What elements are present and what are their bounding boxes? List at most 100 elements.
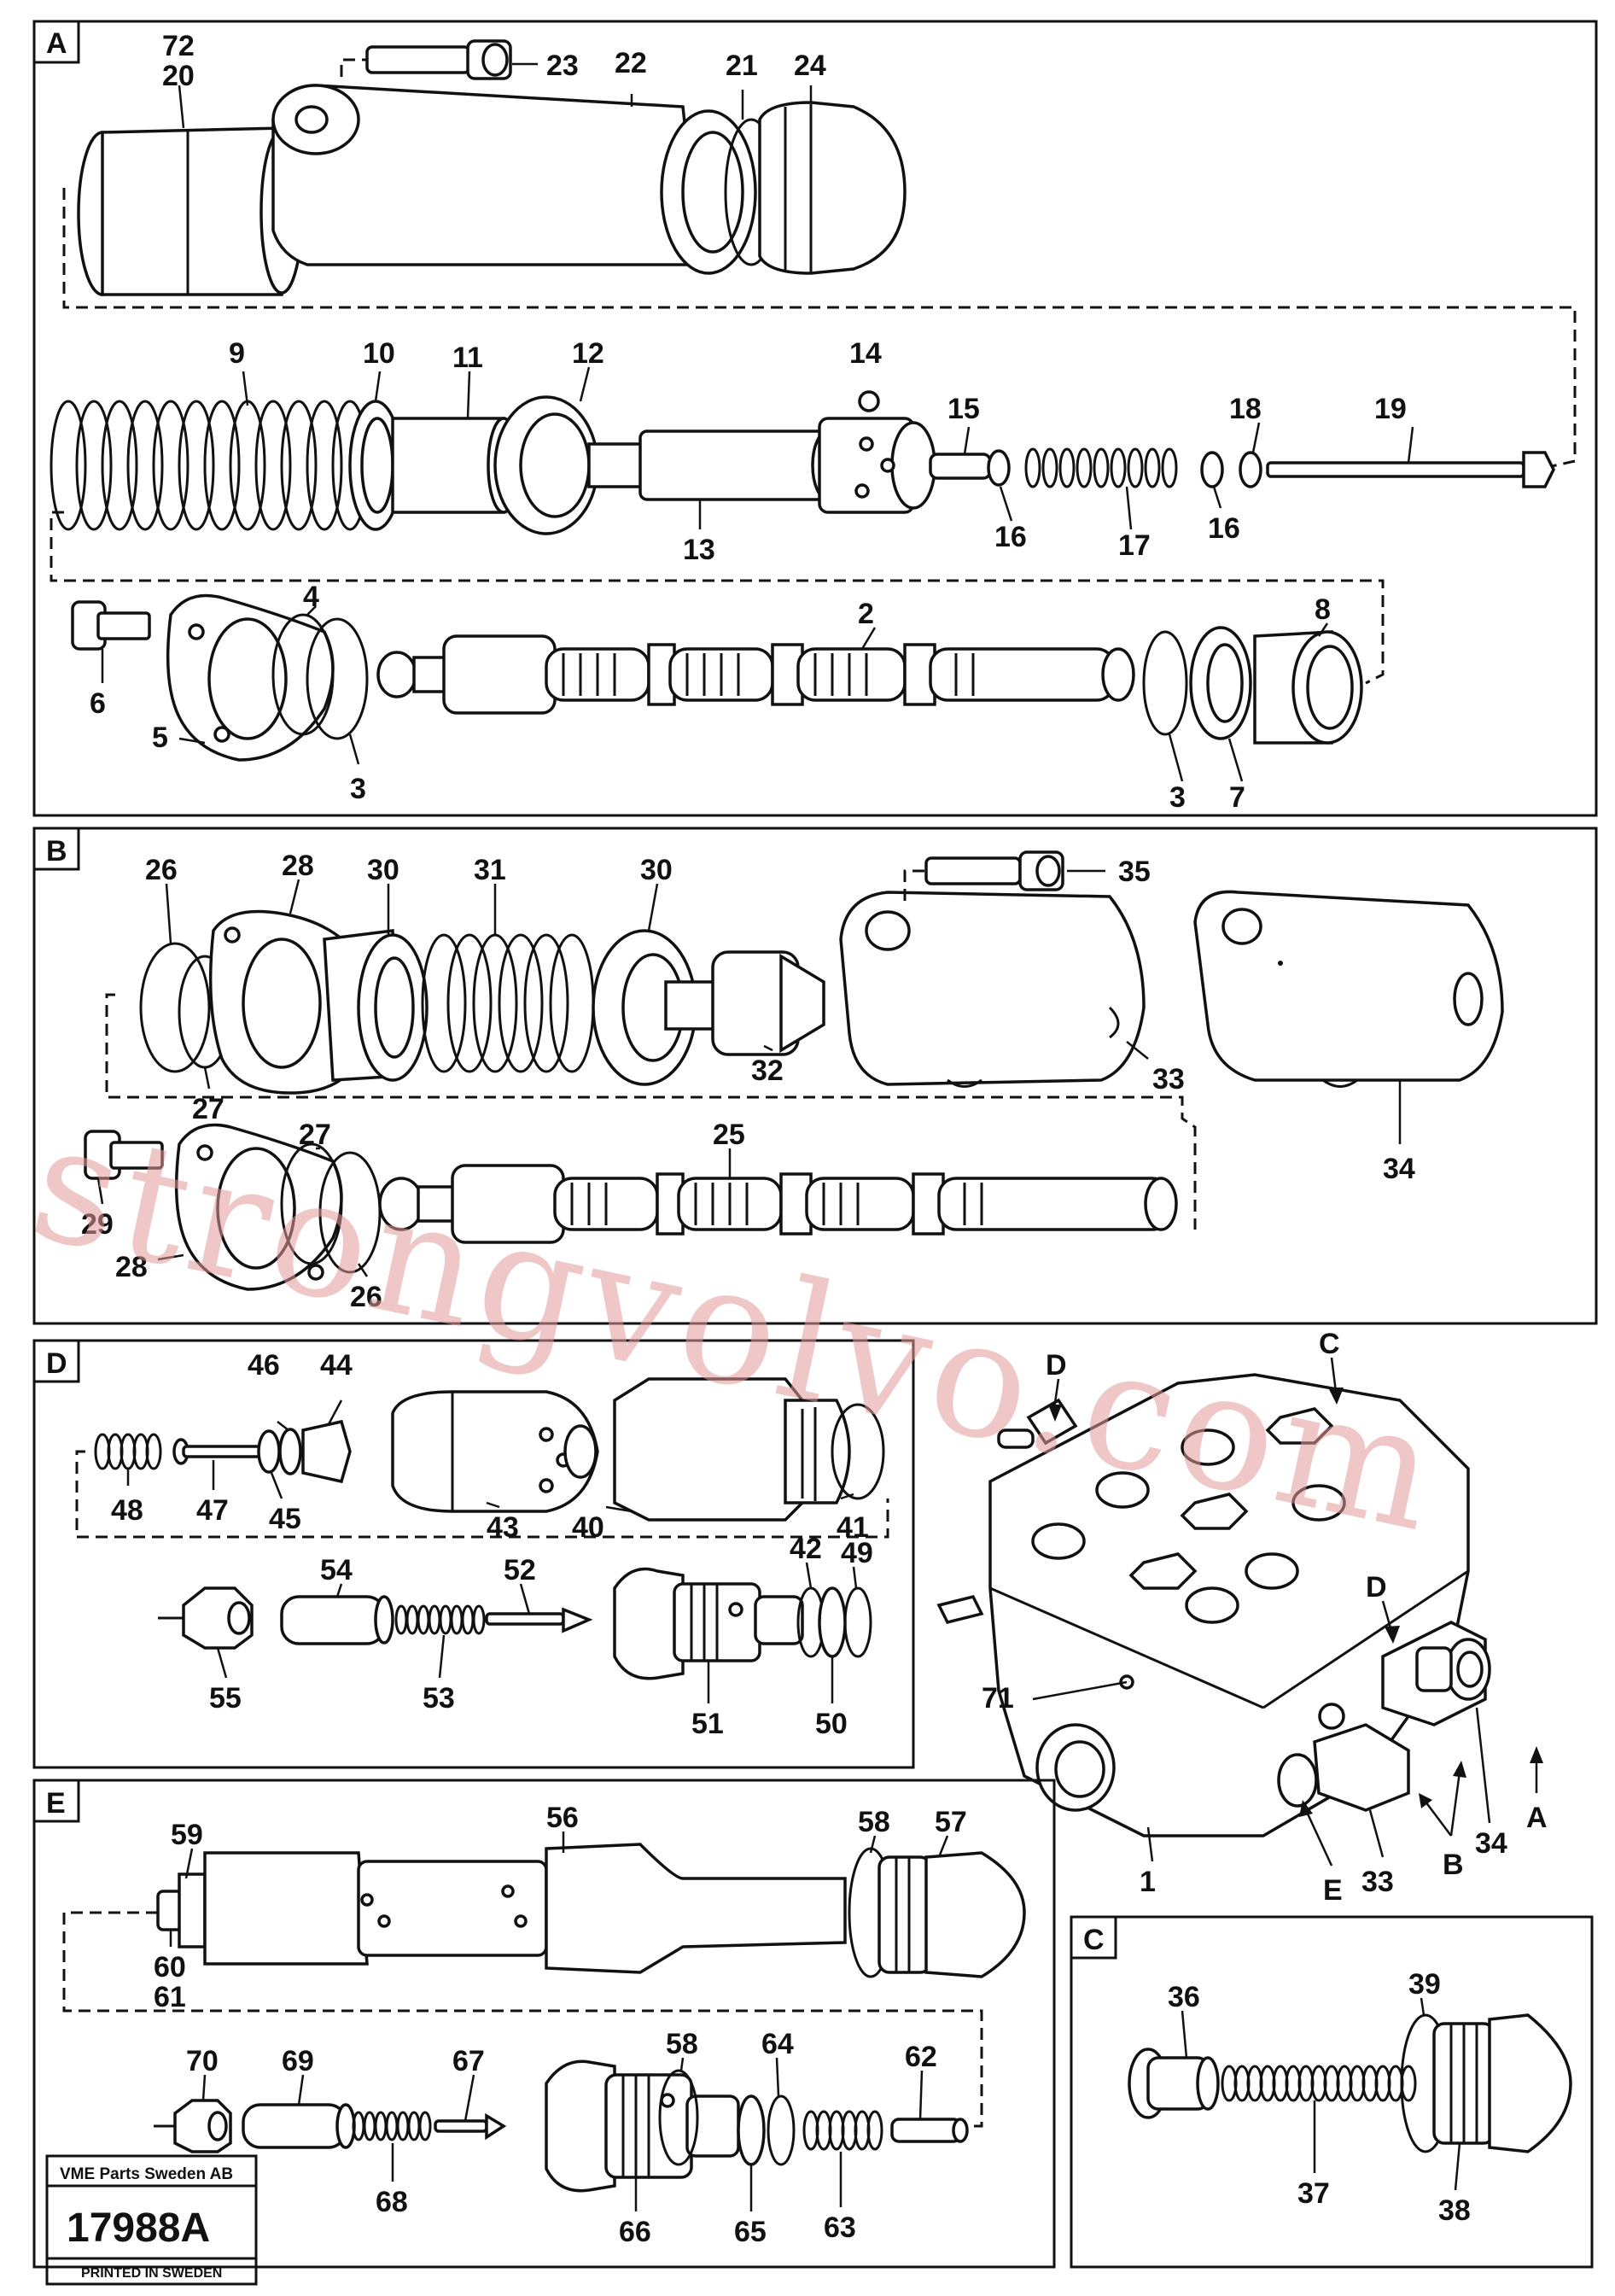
label-29: 29 [81, 1208, 114, 1241]
label-50: 50 [815, 1708, 848, 1740]
label-22: 22 [615, 47, 647, 79]
leader-dash-d1 [75, 1450, 889, 1539]
stamp-company: VME Parts Sweden AB [60, 2165, 233, 2183]
section-d-frame [32, 1339, 915, 1769]
part-26-ring-upper [139, 942, 211, 1073]
parts-stamp: VME Parts Sweden AB 17988A PRINTED IN SW… [45, 2154, 258, 2286]
label-3-left: 3 [350, 773, 366, 805]
label-23: 23 [546, 50, 579, 82]
label-35: 35 [1118, 856, 1151, 888]
part-45-washer [257, 1429, 281, 1474]
part-24-cap [758, 101, 907, 275]
arrow-d-lower: D [1366, 1571, 1400, 1644]
label-67: 67 [452, 2045, 485, 2077]
leader-dash-a1 [62, 188, 1577, 471]
part-16-seat-left [987, 449, 1011, 487]
label-34-body: 34 [1475, 1827, 1507, 1860]
part-13-plunger [587, 417, 936, 514]
part-12-washer [493, 395, 599, 535]
part-14-ball [858, 390, 880, 412]
label-12: 12 [572, 337, 604, 370]
section-b-tab [32, 827, 80, 871]
part-65-ring [737, 2094, 766, 2166]
part-69-sleeve [242, 2103, 356, 2149]
label-11: 11 [452, 342, 483, 374]
part-27-ring-lower [280, 1142, 343, 1265]
part-36-poppet [1128, 2048, 1220, 2119]
label-1: 1 [1140, 1866, 1156, 1898]
label-54: 54 [320, 1554, 353, 1586]
part-57-plug [877, 1851, 1026, 1978]
label-37: 37 [1297, 2177, 1330, 2210]
part-56-plunger [156, 1843, 847, 1974]
part-37-spring [1221, 2065, 1417, 2102]
label-30-left: 30 [367, 854, 399, 886]
arrow-c: C [1319, 1328, 1344, 1405]
svg-text:E: E [1323, 1874, 1343, 1907]
part-52-needle [485, 1607, 593, 1633]
part-44-poppet [301, 1419, 352, 1484]
label-71: 71 [982, 1682, 1014, 1715]
part-67-needle [434, 2112, 507, 2141]
part-58-oring-lower [658, 2069, 699, 2166]
label-19: 19 [1374, 393, 1407, 425]
section-d-tab [32, 1339, 80, 1383]
label-16-right: 16 [1208, 512, 1240, 545]
valve-body-cover-33 [1313, 1723, 1410, 1812]
label-36: 36 [1168, 1981, 1200, 2013]
section-b-frame [32, 827, 1598, 1325]
label-64: 64 [761, 2028, 794, 2060]
label-60: 60 [154, 1951, 186, 1983]
label-40: 40 [572, 1511, 604, 1544]
section-b-letter: B [46, 835, 67, 868]
part-48-spring [94, 1433, 162, 1470]
section-a-frame [32, 20, 1598, 817]
label-39: 39 [1408, 1968, 1441, 2001]
arrow-d-upper: D [1046, 1349, 1067, 1422]
label-32: 32 [751, 1055, 784, 1087]
arrow-a: A [1526, 1746, 1548, 1834]
section-e-letter: E [46, 1787, 66, 1820]
label-27-upper: 27 [192, 1093, 224, 1125]
part-8-bushing [1253, 630, 1363, 745]
part-51-adjuster [613, 1567, 804, 1680]
label-5: 5 [152, 722, 168, 754]
part-70-nut [154, 2099, 232, 2153]
part-66-adjuster [545, 2059, 740, 2193]
leader-dash-b1 [105, 993, 1197, 1230]
part-38-plug [1432, 2013, 1572, 2153]
label-70: 70 [186, 2045, 219, 2077]
label-33-body: 33 [1361, 1866, 1394, 1898]
label-30-right: 30 [640, 854, 673, 886]
label-16-left: 16 [994, 521, 1027, 553]
part-32-stop [664, 950, 825, 1056]
part-31-spring [421, 933, 595, 1073]
svg-text:D: D [1046, 1349, 1067, 1382]
label-25: 25 [713, 1119, 745, 1151]
label-58-lower: 58 [666, 2028, 698, 2060]
label-72: 72 [162, 30, 195, 62]
part-62-pin [890, 2118, 969, 2143]
part-47-pin [172, 1438, 262, 1465]
part-30-washer-left [323, 929, 429, 1082]
part-41-oring [831, 1403, 885, 1500]
section-e-frame [32, 1779, 1056, 2269]
label-49: 49 [841, 1537, 873, 1569]
part-15-pin [929, 453, 992, 480]
label-21: 21 [726, 50, 758, 82]
section-e-tab [32, 1779, 80, 1823]
svg-text:C: C [1319, 1328, 1340, 1360]
label-20: 20 [162, 60, 195, 92]
arrow-e: E [1299, 1800, 1343, 1907]
part-64-oring [767, 2094, 796, 2166]
label-43: 43 [487, 1511, 519, 1544]
label-61: 61 [154, 1981, 186, 2013]
valve-body-assembly: A B E D D C [936, 1328, 1548, 1907]
label-13: 13 [683, 534, 715, 566]
section-c-tab [1070, 1915, 1117, 1960]
section-c-letter: C [1083, 1924, 1105, 1956]
arrow-b: B [1419, 1761, 1466, 1881]
leader-dash-a2 [50, 511, 1385, 685]
label-45: 45 [269, 1503, 301, 1535]
part-29-screw [84, 1130, 164, 1180]
